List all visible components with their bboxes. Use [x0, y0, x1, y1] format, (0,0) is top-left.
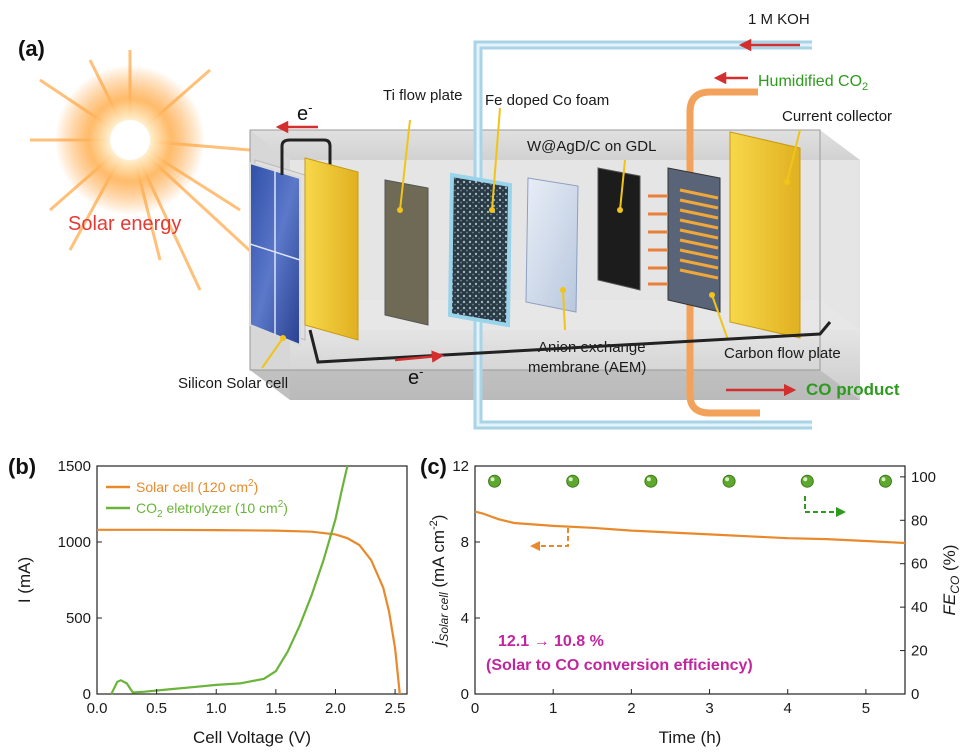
chart-b-ytick-label: 1500 [58, 458, 91, 475]
current-collector [729, 131, 801, 339]
electron-top-label: e- [297, 100, 312, 125]
panel-a: (a) Solar energy [18, 11, 900, 430]
carbon-flow-plate-label: Carbon flow plate [724, 345, 841, 362]
chart-b-ytick-label: 0 [83, 686, 91, 703]
chart-c-fe-point [878, 474, 892, 488]
left-axis-arrow [538, 528, 569, 547]
right-axis-arrow [804, 496, 838, 513]
chart-c-xtick-label: 3 [705, 700, 713, 717]
chart-c-xtick-label: 4 [784, 700, 792, 717]
chart-c-fe-point [566, 474, 580, 488]
chart-b-ytick-label: 1000 [58, 534, 91, 551]
chart-c-ytick-right-label: 60 [911, 556, 928, 573]
chart-c-current-line [474, 510, 906, 545]
wire-bottom [308, 321, 832, 364]
chart-c-ytick-right-label: 80 [911, 512, 928, 529]
chart-c-fe-point [488, 474, 502, 488]
gdl-electrode [597, 167, 641, 291]
chart-c-fe-point-highlight [646, 477, 651, 482]
koh-label: 1 M KOH [748, 11, 810, 28]
panel-a-tag: (a) [18, 36, 45, 61]
chart-c-fe-point-highlight [568, 477, 573, 482]
chart-b-xtick-label: 2.5 [385, 700, 406, 717]
chart-c-fe-point [800, 474, 814, 488]
chart-c-fe-point-highlight [803, 477, 808, 482]
aem-membrane [525, 177, 579, 313]
electron-bottom-label: e- [408, 364, 423, 389]
chart-c-plot [474, 474, 906, 545]
chart-b-ticks: 0.0 0.5 1.0 1.5 2.0 2.5 0 500 1000 1500 [58, 458, 406, 717]
humidified-co2-label: Humidified CO2 [758, 73, 868, 93]
w-agd-label: W@AgD/C on GDL [527, 138, 656, 155]
panel-b: (b) 0.0 0.5 1.0 1.5 2.0 2.5 0 500 1000 1500 Cell … [8, 454, 408, 747]
co-product-label: CO product [806, 380, 900, 399]
chart-c-fe-point-highlight [725, 477, 730, 482]
chart-b-series-0 [97, 528, 401, 695]
chart-c-ytick-left-label: 8 [461, 534, 469, 551]
ti-flow-plate [384, 179, 429, 326]
chart-c-fe-point-highlight [490, 477, 495, 482]
chart-b-ylabel: I (mA) [15, 557, 34, 603]
chart-c-ytick-left-label: 4 [461, 610, 469, 627]
efficiency-annotation-line2: (Solar to CO conversion efficiency) [486, 657, 753, 674]
chart-b-xtick-label: 1.0 [206, 700, 227, 717]
chart-b-legend: Solar cell (120 cm2) CO2 eletrolyzer (10… [106, 478, 288, 520]
chart-b-xlabel: Cell Voltage (V) [193, 728, 311, 747]
chart-c-ylabel-right: FECO (%) [940, 545, 962, 616]
chart-b-xtick-label: 1.5 [265, 700, 286, 717]
chart-c-ytick-right-label: 40 [911, 599, 928, 616]
chart-b-xtick-label: 2.0 [325, 700, 346, 717]
chart-c-frame [474, 465, 906, 695]
solar-energy-label: Solar energy [68, 213, 181, 235]
wire-top [280, 138, 332, 175]
panel-b-tag: (b) [8, 454, 36, 479]
chart-c-fe-point [644, 474, 658, 488]
chart-b-ytick-label: 500 [66, 610, 91, 627]
carbon-flow-plate [667, 167, 721, 313]
legend-electrolyzer: CO2 eletrolyzer (10 cm2) [136, 499, 288, 520]
current-collector-label: Current collector [782, 108, 892, 125]
ti-flow-plate-label: Ti flow plate [383, 87, 462, 104]
chart-b-xtick-label: 0.5 [146, 700, 167, 717]
chart-c-xtick-label: 2 [627, 700, 635, 717]
anode-collector [304, 157, 359, 341]
efficiency-annotation-line1: 12.1 → 10.8 % [498, 633, 604, 650]
chart-c-xtick-label: 0 [471, 700, 479, 717]
chart-c-ytick-right-label: 20 [911, 643, 928, 660]
chart-b-series-1 [110, 465, 349, 695]
chart-c-fe-point [722, 474, 736, 488]
fe-doped-co-foam-label: Fe doped Co foam [485, 92, 609, 109]
silicon-solar-cell [249, 159, 306, 347]
chart-c-ytick-right-label: 0 [911, 686, 919, 703]
chart-c-ylabel-left: jSolar cell (mA cm-2) [428, 515, 451, 648]
chart-b-plot [97, 465, 401, 695]
chart-c-ytick-left-label: 0 [461, 686, 469, 703]
legend-solar-cell: Solar cell (120 cm2) [136, 478, 258, 495]
chart-c-ytick-left-label: 12 [452, 458, 469, 475]
panel-c-tag: (c) [420, 454, 447, 479]
chart-b-frame [96, 465, 408, 695]
chart-c-fe-point-highlight [881, 477, 886, 482]
chart-c-ytick-right-label: 100 [911, 469, 936, 486]
chart-c-xtick-label: 1 [549, 700, 557, 717]
silicon-solar-cell-label: Silicon Solar cell [178, 375, 288, 392]
chart-b-xtick-label: 0.0 [87, 700, 108, 717]
sun-icon [30, 50, 262, 291]
chart-c-xlabel: Time (h) [659, 728, 722, 747]
chart-c-xtick-label: 5 [862, 700, 870, 717]
fe-doped-co-foam [447, 172, 513, 328]
aem-label-line2: membrane (AEM) [528, 359, 646, 376]
